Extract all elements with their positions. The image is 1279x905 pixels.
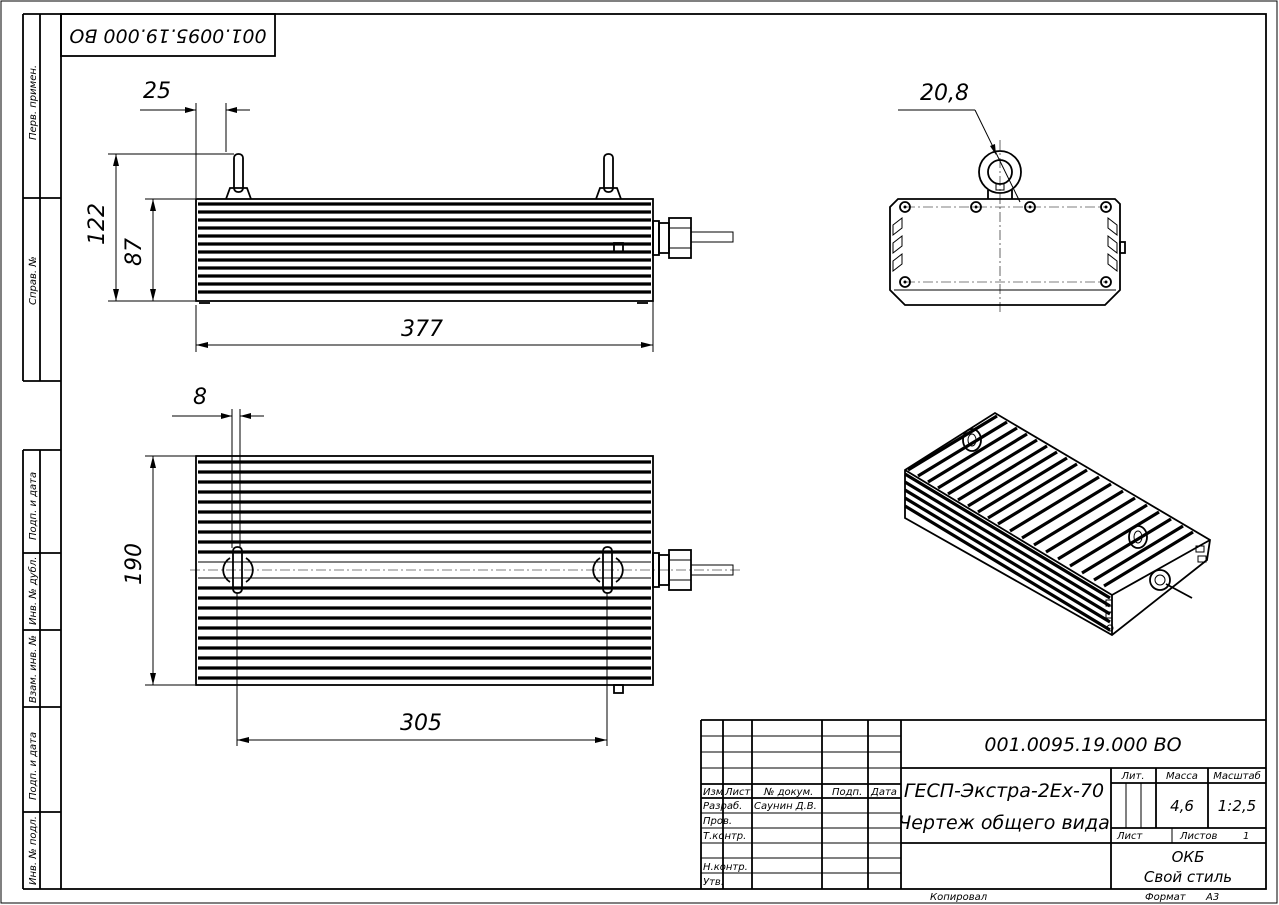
top-fins — [198, 460, 651, 680]
stamp-row-prov: Пров. — [703, 816, 732, 827]
side-eyebolt — [978, 150, 1022, 199]
front-eyebolt-right — [595, 153, 622, 200]
stamp-scale-value: 1:2,5 — [1218, 797, 1256, 815]
front-eyebolt-left — [225, 153, 252, 200]
stamp-col-list: Лист — [724, 787, 752, 798]
stamp-row-nkontr: Н.контр. — [703, 862, 748, 873]
stamp-sheet-label: Лист — [1116, 831, 1144, 842]
front-fins — [198, 202, 651, 294]
side-dimensions: 20,8 — [898, 81, 1021, 203]
front-dimensions: 25 122 87 377 — [85, 79, 654, 352]
side-screws — [899, 201, 1112, 288]
stamp-row-razrab: Разраб. — [703, 800, 742, 812]
stamp-row-tkontr: Т.контр. — [703, 831, 746, 842]
iso-eyebolt-right — [1128, 525, 1148, 549]
dim-body-width: 190 — [122, 543, 147, 585]
side-label-podp-data-1: Подп. и дата — [28, 472, 39, 540]
dim-top-clearance: 25 — [143, 79, 171, 104]
dim-eyebolt-offset: 8 — [193, 385, 207, 410]
title-block: 001.0095.19.000 ВО ГЕСП-Экстра-2Ex-70 Че… — [700, 719, 1266, 889]
stamp-sheets-value: 1 — [1243, 831, 1249, 842]
front-view: 25 122 87 377 — [85, 79, 734, 352]
top-dimensions: 8 190 305 — [122, 385, 608, 746]
front-cable-gland — [613, 217, 734, 259]
side-label-inv-dubl: Инв. № дубл. — [27, 557, 39, 625]
side-vents — [892, 216, 1126, 273]
dim-overall-length: 377 — [401, 317, 443, 342]
stamp-col-data: Дата — [870, 787, 897, 798]
stamp-title-line1: ГЕСП-Экстра-2Ex-70 — [904, 780, 1104, 802]
stamp-mass-value: 4,6 — [1170, 797, 1194, 815]
isometric-view — [904, 411, 1211, 637]
top-cable-gland — [613, 549, 734, 694]
side-label-vzam-inv: Взам. инв. № — [28, 635, 39, 703]
stamp-org-line1: ОКБ — [1172, 848, 1205, 866]
dim-overall-height: 122 — [85, 203, 110, 245]
dim-eye-diameter: 20,8 — [920, 81, 969, 106]
side-label-inv-podl: Инв. № подл. — [28, 816, 39, 885]
doc-code-box: 001.0095.19.000 ВО — [60, 13, 276, 57]
iso-fins — [904, 414, 1194, 632]
side-strip: Перв. примен. Справ. № Подп. и дата Инв.… — [22, 13, 61, 890]
dim-body-height: 87 — [122, 238, 147, 266]
stamp-col-podp: Подп. — [832, 787, 862, 798]
side-view: 20,8 — [889, 81, 1126, 312]
stamp-org-line2: Свой стиль — [1144, 868, 1232, 886]
side-label-sprav-no: Справ. № — [28, 256, 39, 305]
sheet-footer: Копировал Формат А3 — [930, 892, 1219, 903]
stamp-sheets-label: Листов — [1179, 831, 1217, 842]
doc-code-inverted: 001.0095.19.000 ВО — [69, 25, 266, 47]
stamp-row-utv: Утв. — [703, 877, 724, 888]
stamp-title-line2: Чертеж общего вида — [898, 812, 1110, 834]
dim-eyebolt-spacing: 305 — [400, 711, 442, 736]
stamp-scale-label: Масштаб — [1213, 770, 1261, 782]
stamp-lit-label: Лит. — [1120, 771, 1144, 782]
footer-format-value: А3 — [1205, 892, 1219, 903]
iso-eyebolt-left — [962, 428, 982, 452]
stamp-col-doc: № докум. — [763, 787, 813, 798]
stamp-doc-code: 001.0095.19.000 ВО — [984, 734, 1181, 756]
stamp-col-izm: Изм — [703, 787, 724, 798]
side-label-podp-data-2: Подп. и дата — [28, 732, 39, 800]
iso-cable-gland — [1105, 545, 1207, 632]
footer-format-label: Формат — [1145, 892, 1187, 903]
footer-copied: Копировал — [930, 892, 988, 903]
stamp-mass-label: Масса — [1166, 771, 1198, 782]
top-view: 8 190 305 — [122, 385, 740, 746]
side-label-perv-primen: Перв. примен. — [28, 65, 39, 140]
stamp-razrab-name: Саунин Д.В. — [754, 801, 817, 812]
